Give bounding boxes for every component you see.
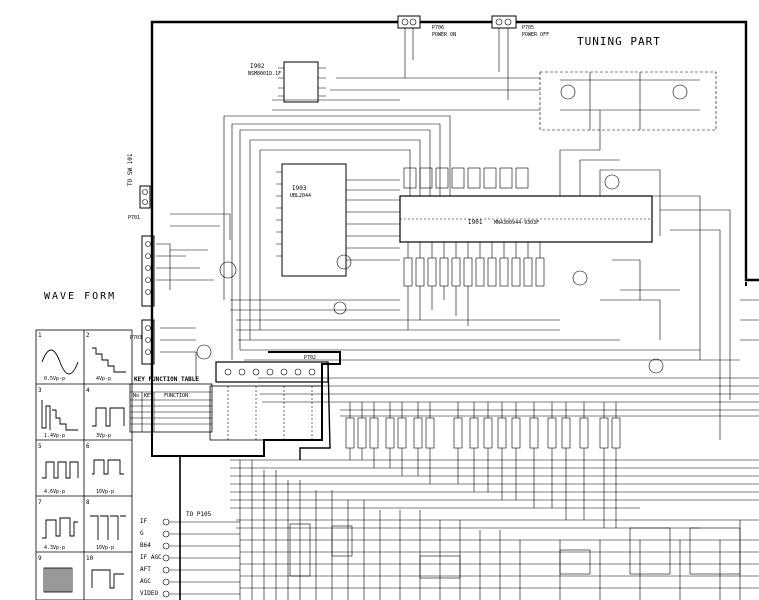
signal-label: VIDEO xyxy=(140,590,159,597)
ic-i901-name: I901 xyxy=(468,219,483,226)
page-title: TUNING PART xyxy=(577,35,661,48)
connector-p705 xyxy=(491,15,517,29)
waveform-traces xyxy=(41,347,126,589)
waveform-number: 1 xyxy=(38,332,42,339)
component-row-middle xyxy=(345,417,621,449)
waveform-caption: 4.6Vp-p xyxy=(44,489,66,495)
connector-p705-sub: POWER OFF xyxy=(522,32,550,38)
connector-p706-sub: POWER ON xyxy=(432,32,457,38)
connector-p705-label: P705 xyxy=(522,25,535,31)
waveform-panel xyxy=(35,329,133,600)
ic-i903 xyxy=(281,163,347,277)
key-function-table xyxy=(129,383,213,433)
signal-label: G xyxy=(140,530,144,537)
signal-terminals xyxy=(162,518,240,598)
waveform-caption: 0.5Vp-p xyxy=(44,376,66,382)
waveform-caption: 4.3Vp-p xyxy=(44,545,66,551)
ic-i902-name: I902 xyxy=(250,63,265,70)
waveform-number: 3 xyxy=(38,387,42,394)
signal-label: AGC xyxy=(140,578,151,585)
key-table-title: KEY FUNCTION TABLE xyxy=(134,376,200,383)
to-p105-label: TO P105 xyxy=(186,511,212,518)
waveform-number: 5 xyxy=(38,443,42,450)
waveform-caption: 10Vp-p xyxy=(96,545,115,551)
waveform-number: 10 xyxy=(86,555,94,562)
waveform-caption: 10Vp-p xyxy=(96,489,115,495)
ic-i902 xyxy=(283,61,319,103)
connector-p706 xyxy=(397,15,421,29)
ic-i903-name: I903 xyxy=(292,185,307,192)
waveform-number: 7 xyxy=(38,499,42,506)
waveform-number: 4 xyxy=(86,387,90,394)
waveform-number: 9 xyxy=(38,555,42,562)
waveform-number: 2 xyxy=(86,332,90,339)
signal-label: AFT xyxy=(140,566,151,573)
resistor-array-top xyxy=(403,167,529,189)
waveform-caption: 4Vp-p xyxy=(96,376,112,382)
connector-p702 xyxy=(215,361,329,383)
ic-i902-part: NSM8001D.1F xyxy=(248,71,282,77)
waveform-number: 6 xyxy=(86,443,90,450)
signal-label: IF AGC xyxy=(140,554,162,561)
ic-i901-part: MN4300944-9303F xyxy=(494,220,540,226)
ic-i903-part: UBL2044 xyxy=(290,193,312,199)
tuning-border xyxy=(150,20,759,378)
waveform-number: 8 xyxy=(86,499,90,506)
signal-label: IF xyxy=(140,518,148,525)
connector-p706-label: P706 xyxy=(432,25,445,31)
resistor-array-bottom xyxy=(403,257,545,287)
connector-p702-label: P702 xyxy=(304,355,317,361)
connector-p703-label: P703 xyxy=(130,335,143,341)
waveform-caption: 3Vp-p xyxy=(96,433,112,439)
waveform-dense-block xyxy=(43,567,73,593)
key-table-col-function: FUNCTION xyxy=(164,393,189,399)
waveform-caption: 1.4Vp-p xyxy=(44,433,66,439)
signal-label: B64 xyxy=(140,542,151,549)
to-sw-label: TO SW 101 xyxy=(127,153,134,186)
key-table-col-no: No xyxy=(133,393,140,399)
key-table-col-key: KEY xyxy=(144,393,154,399)
connector-p701-label: P701 xyxy=(128,215,141,221)
wave-form-label: WAVE FORM xyxy=(44,291,117,302)
